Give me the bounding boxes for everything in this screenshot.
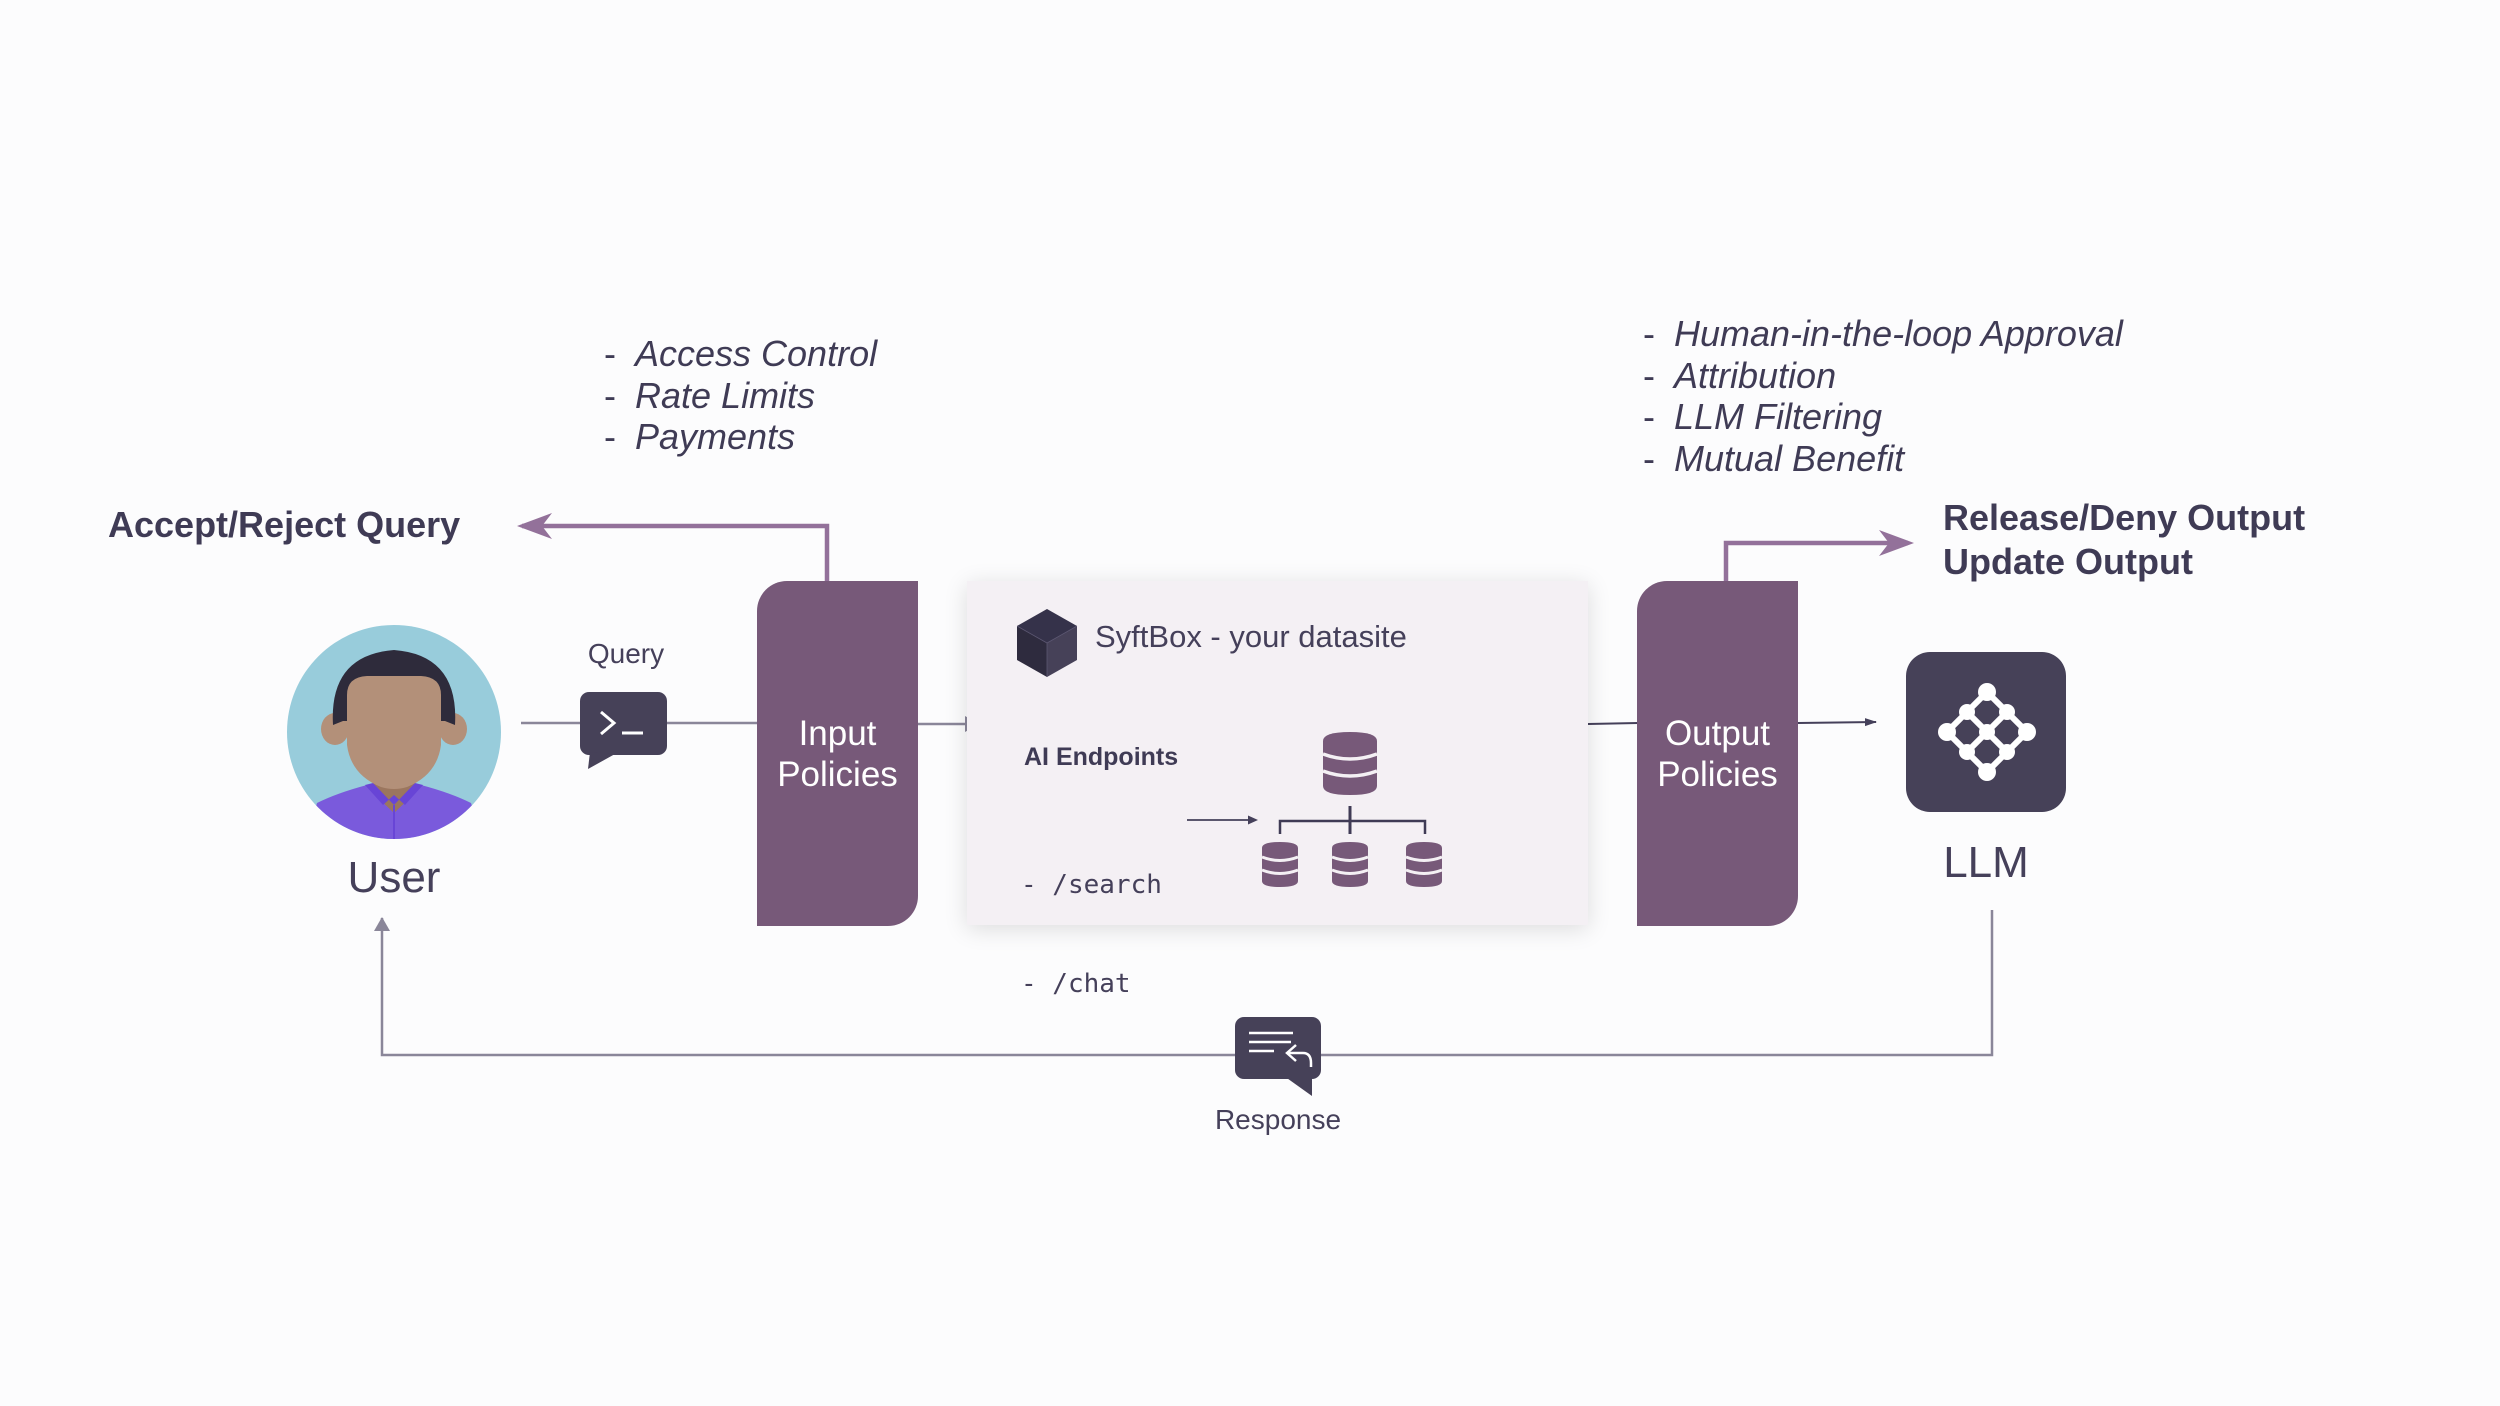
datasite-title: SyftBox - your datasite	[1095, 619, 1407, 654]
llm-box[interactable]	[1906, 652, 2066, 812]
arrow-output-to-llm	[1797, 718, 1877, 727]
arrow-release-deny	[1723, 540, 1908, 581]
input-policies-label: Input Policies	[777, 713, 898, 794]
release-deny-label: Release/Deny Output	[1943, 497, 2306, 538]
input-policies-box[interactable]: Input Policies	[757, 581, 918, 926]
database-tree-icon	[1187, 732, 1443, 887]
feature-item: -Access Control	[604, 333, 878, 374]
feature-item: -LLM Filtering	[1643, 396, 1883, 437]
update-output-label: Update Output	[1943, 541, 2193, 582]
feature-item: -Attribution	[1643, 354, 1837, 396]
feature-item: -Rate Limits	[604, 374, 816, 416]
arrow-release-deny-head	[1879, 530, 1914, 556]
user-label: User	[347, 853, 441, 902]
arrow-accept-reject-head	[517, 513, 552, 539]
datasite-panel: SyftBox - your datasite AI Endpoints - /…	[967, 581, 1588, 999]
database-icon-main	[1322, 732, 1378, 795]
user-avatar[interactable]	[287, 625, 501, 839]
database-icon-1	[1261, 842, 1299, 887]
return-path	[374, 910, 1994, 1057]
output-policy-features: -Human-in-the-loop Approval -Attribution…	[1643, 313, 2123, 479]
accept-reject-label: Accept/Reject Query	[108, 504, 461, 545]
database-icon-2	[1331, 842, 1369, 887]
endpoint-search[interactable]: - /search	[1021, 870, 1162, 900]
feature-item: -Payments	[604, 416, 796, 457]
query-bubble[interactable]	[580, 692, 668, 770]
output-policies-label: Output Policies	[1657, 713, 1778, 794]
output-outcomes: Release/Deny Output Update Output	[1943, 496, 2305, 584]
llm-label: LLM	[1943, 838, 2029, 887]
cube-icon	[1016, 609, 1078, 677]
response-bubble[interactable]	[1234, 1016, 1322, 1098]
line-datasite-to-output	[1587, 722, 1639, 725]
arrow-accept-reject	[522, 523, 830, 581]
database-icon-3	[1405, 842, 1443, 887]
feature-item: -Mutual Benefit	[1643, 437, 1905, 479]
query-label: Query	[587, 638, 665, 669]
endpoint-list: - /search - /chat	[1021, 803, 1162, 1067]
endpoint-arrow-head	[1248, 815, 1258, 825]
user-avatar-icon	[287, 625, 501, 839]
output-policies-box[interactable]: Output Policies	[1637, 581, 1798, 926]
reply-bubble-icon	[1235, 1017, 1321, 1096]
endpoints-title: AI Endpoints	[1024, 743, 1179, 771]
terminal-bubble-icon	[580, 692, 667, 769]
neural-network-icon	[1938, 683, 2036, 781]
endpoint-chat[interactable]: - /chat	[1021, 969, 1131, 999]
input-policy-features: -Access Control -Rate Limits -Payments	[604, 333, 877, 458]
feature-item: -Human-in-the-loop Approval	[1643, 313, 2123, 354]
response-label: Response	[1214, 1104, 1342, 1135]
